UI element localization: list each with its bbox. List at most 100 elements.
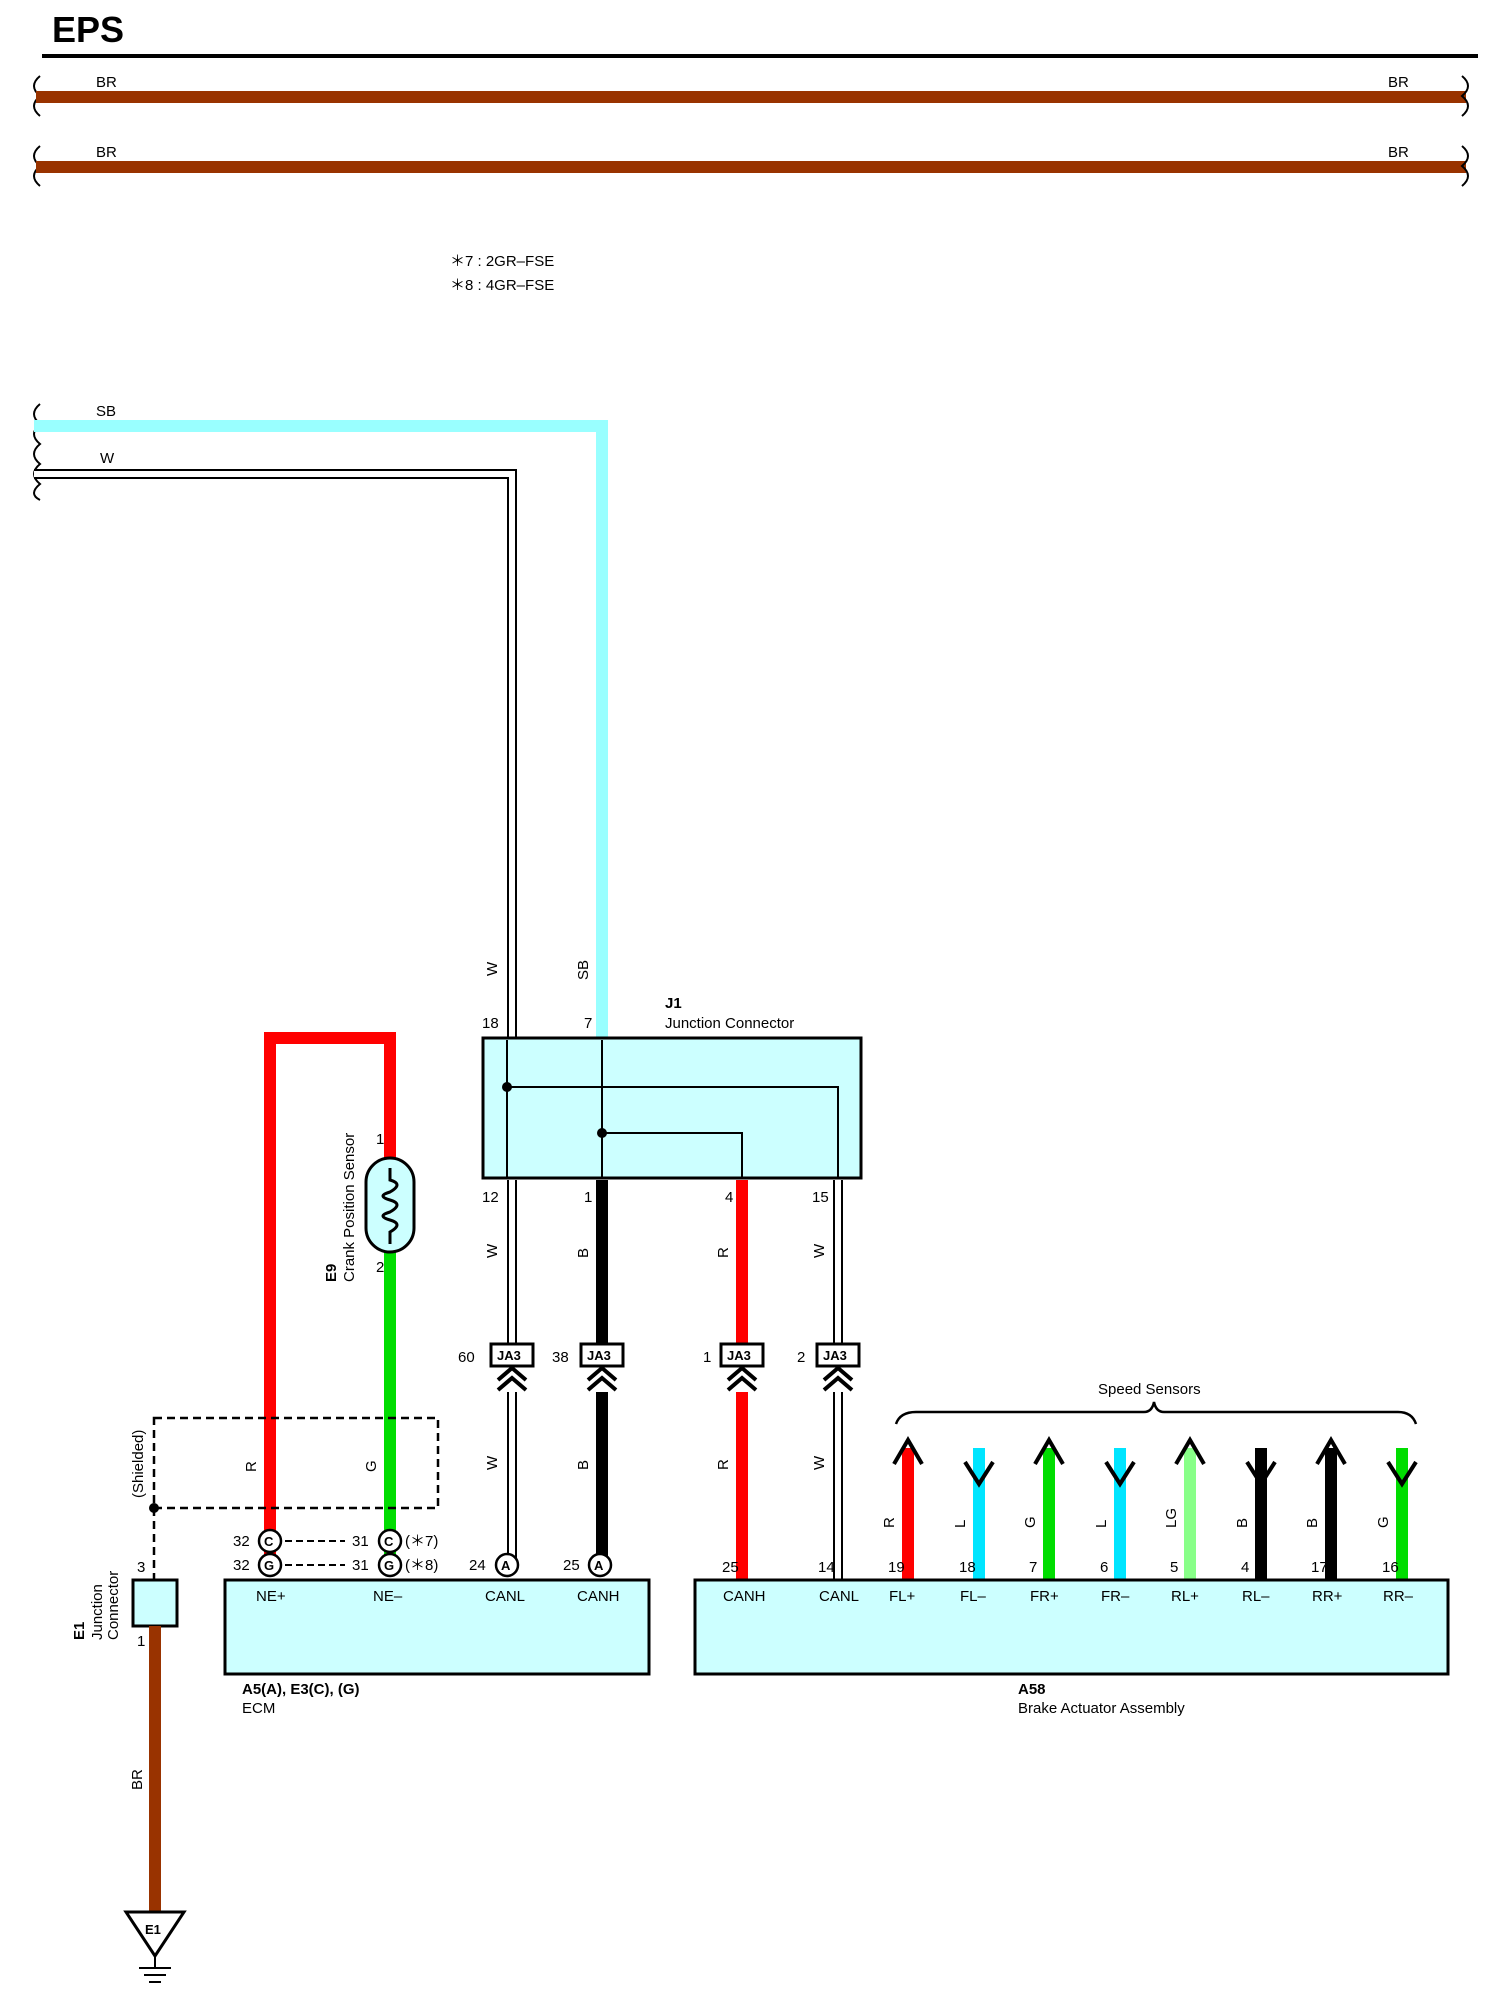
- e1-pin-1: 1: [137, 1633, 145, 1650]
- ecm-canh-conn-label: A: [594, 1558, 604, 1573]
- wire-code-r-lower: R: [715, 1459, 732, 1470]
- ja3-3-pin: 1: [703, 1349, 711, 1366]
- ecm-terminal-ne-minus: NE–: [373, 1588, 403, 1605]
- connector-chevron-icon: [496, 1365, 528, 1392]
- brake-box: [693, 1578, 1450, 1676]
- ecm-canl-conn-label: A: [501, 1558, 511, 1573]
- w-wire: [34, 471, 515, 1040]
- ecm-row1-left-conn-label: C: [264, 1534, 274, 1549]
- sensor-name: Crank Position Sensor: [341, 1133, 358, 1282]
- arrow-up-icon: [1315, 1436, 1347, 1466]
- ja3-connector-2: 38 JA3: [552, 1342, 625, 1392]
- ja3-connector-1: 60 JA3: [458, 1342, 535, 1392]
- brake-pin-canl: 14: [818, 1559, 835, 1576]
- j1-pin-18: 18: [482, 1015, 499, 1032]
- ecm-row2-left-conn-label: G: [264, 1558, 274, 1573]
- arrow-up-icon: [1174, 1436, 1206, 1466]
- brake-terminal-fl-minus: FL–: [960, 1588, 987, 1605]
- ecm-canl-conn: [494, 1552, 520, 1578]
- brake-pin-rl-plus: 5: [1170, 1559, 1178, 1576]
- wire-code-w2: W: [811, 1243, 828, 1258]
- wire-code-b: B: [575, 1248, 592, 1258]
- sb-wire: [34, 420, 608, 1040]
- brake-terminal-rl-minus: RL–: [1242, 1588, 1270, 1605]
- e1-name-line1: Junction: [89, 1584, 106, 1640]
- brake-code: A58: [1018, 1681, 1046, 1698]
- splice-dot: [149, 1503, 159, 1513]
- w-wire-outline: [34, 469, 517, 1040]
- arrow-down-icon: [1386, 1460, 1418, 1488]
- page-title: EPS: [52, 9, 124, 50]
- ja3-connector-4: 2 JA3: [797, 1342, 861, 1392]
- ecm-terminal-canl: CANL: [485, 1588, 525, 1605]
- brake-pin-fl-minus: 18: [959, 1559, 976, 1576]
- ecm-terminal-ne-plus: NE+: [256, 1588, 286, 1605]
- top-wire-1-right-label: BR: [1388, 74, 1409, 91]
- ecm-canl-pin: 24: [469, 1557, 486, 1574]
- wire-code-w: W: [484, 1243, 501, 1258]
- sensor-r-wire: [264, 1032, 396, 1560]
- shield-r-code: R: [243, 1461, 260, 1472]
- ja3-3-label: JA3: [727, 1348, 751, 1363]
- connector-chevron-icon: [726, 1365, 758, 1392]
- j1-bus-sb2: [602, 1132, 743, 1178]
- coil-icon: [381, 1168, 399, 1244]
- wire-code-b-lower: B: [575, 1460, 592, 1470]
- crank-sensor-circuit: 1 2 E9 Crank Position Sensor: [264, 1032, 416, 1560]
- splice-dot: [502, 1082, 512, 1092]
- ja3-2-pin: 38: [552, 1349, 569, 1366]
- ja3-4-pin: 2: [797, 1349, 805, 1366]
- speed-sensors-brace: [894, 1401, 1418, 1425]
- top-wire-2-left-label: BR: [96, 144, 117, 161]
- top-wire-1: BR BR: [33, 74, 1469, 117]
- ecm-name: ECM: [242, 1700, 275, 1717]
- sb-wire-label: SB: [96, 403, 116, 420]
- j1-top-w-code: W: [484, 961, 501, 976]
- j1-junction-connector: J1 Junction Connector: [481, 995, 863, 1180]
- ecm-canh-pin: 25: [563, 1557, 580, 1574]
- arrow-up-icon: [1033, 1436, 1065, 1466]
- wire-break-right-icon: [1460, 75, 1469, 117]
- ecm-row2-left-pin: 32: [233, 1557, 250, 1574]
- ja3-4-label: JA3: [823, 1348, 847, 1363]
- ecm-box: [223, 1578, 651, 1676]
- j1-pin-7: 7: [584, 1015, 592, 1032]
- brake-pin-canh: 25: [722, 1559, 739, 1576]
- wire-code-w2-lower: W: [811, 1455, 828, 1470]
- ecm-row1-right-pin: 31: [352, 1533, 369, 1550]
- connector-chevron-icon: [586, 1365, 618, 1392]
- ecm-row2-left-conn: [257, 1552, 283, 1578]
- note-7: ＊7 : 2GR–FSE: [450, 253, 554, 270]
- ecm-row2-note: (＊8): [405, 1557, 438, 1574]
- wire-code-w-lower: W: [484, 1455, 501, 1470]
- note-8: ＊8 : 4GR–FSE: [450, 277, 554, 294]
- j1-pin-1: 1: [584, 1189, 592, 1206]
- ecm-row2-right-conn: [377, 1552, 403, 1578]
- ja3-2-label: JA3: [587, 1348, 611, 1363]
- e1-box: [131, 1578, 179, 1628]
- can-wires-lower: [507, 1392, 843, 1580]
- speed-wire-code-rl-plus: LG: [1163, 1508, 1180, 1528]
- speed-wire-code-rr-plus: B: [1304, 1518, 1321, 1528]
- can-wires-upper: [507, 1180, 843, 1352]
- sensor-code: E9: [323, 1264, 340, 1282]
- speed-wire-code-fr-plus: G: [1022, 1516, 1039, 1528]
- brake-terminal-rr-plus: RR+: [1312, 1588, 1343, 1605]
- top-wire-2-right-label: BR: [1388, 144, 1409, 161]
- brake-terminal-fr-minus: FR–: [1101, 1588, 1130, 1605]
- top-wire-1-left-label: BR: [96, 74, 117, 91]
- j1-box: [481, 1036, 863, 1180]
- connector-chevron-icon: [822, 1365, 854, 1392]
- ecm-row1-right-conn-label: C: [384, 1534, 394, 1549]
- speed-wire-code-fr-minus: L: [1093, 1520, 1110, 1528]
- ecm: NE+ NE– CANL CANH A5(A), E3(C), (G) ECM: [223, 1578, 651, 1717]
- ecm-row2-right-conn-label: G: [384, 1558, 394, 1573]
- wire-code-r: R: [715, 1247, 732, 1258]
- wire-break-icon: [33, 403, 42, 501]
- brake-terminal-rr-minus: RR–: [1383, 1588, 1414, 1605]
- shield-g-code: G: [363, 1460, 380, 1472]
